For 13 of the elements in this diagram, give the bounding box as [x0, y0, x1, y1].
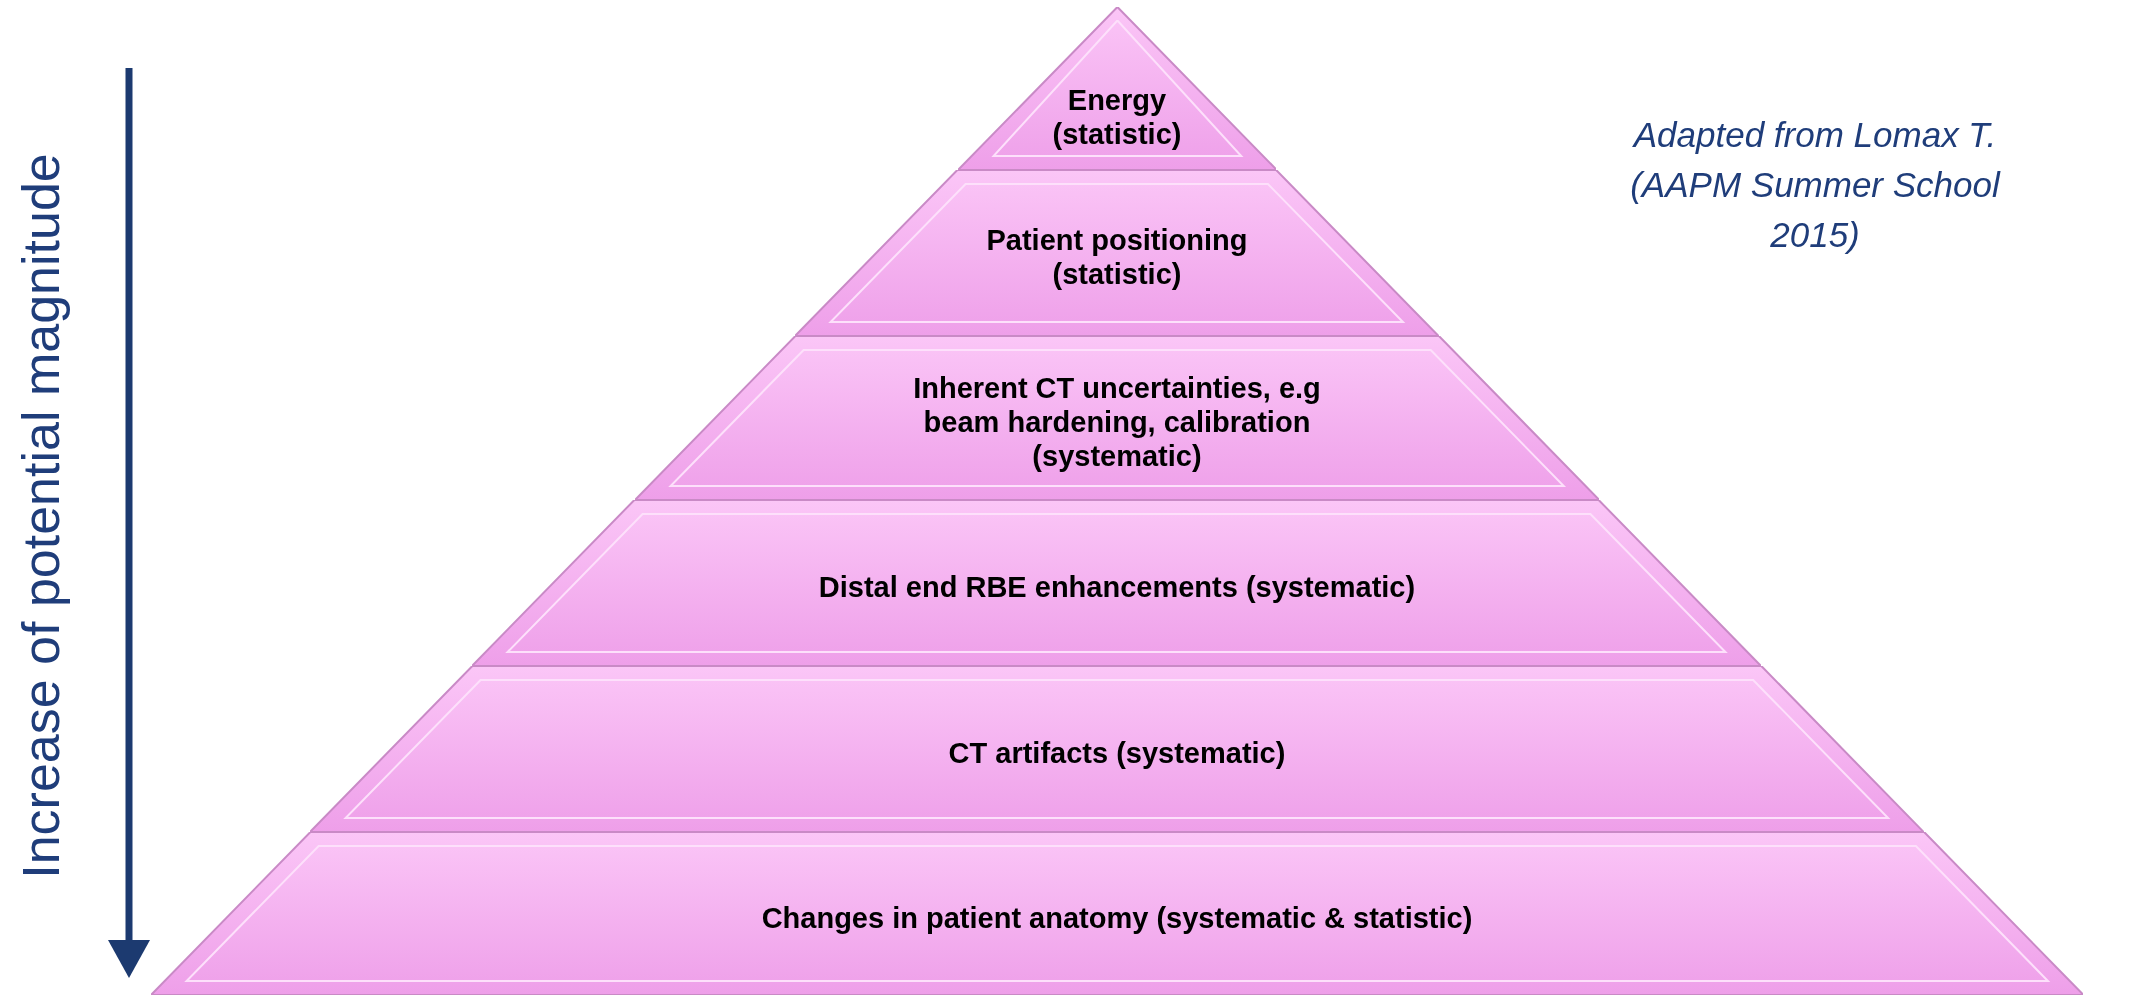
axis-caption: Increase of potential magnitude — [11, 152, 71, 881]
layer-label: Patient positioning (statistic) — [985, 223, 1249, 291]
pyramid-layer — [472, 500, 1762, 666]
pyramid-layer — [310, 666, 1924, 832]
layer-label: CT artifacts (systematic) — [947, 736, 1287, 770]
source-note: Adapted from Lomax T. (AAPM Summer School 2015) — [1629, 114, 2002, 256]
pyramid-layer — [150, 832, 2084, 995]
layer-label: Distal end RBE enhancements (systematic) — [817, 570, 1417, 604]
layer-label: Changes in patient anatomy (systematic & statistic) — [760, 900, 1474, 935]
pyramid-layer — [957, 7, 1277, 170]
layer-label: Energy (statistic) — [1051, 82, 1183, 151]
pyramid-layer — [634, 336, 1600, 500]
layer-label: Inherent CT uncertainties, e.g beam hardening, calibration (systematic) — [912, 371, 1322, 473]
